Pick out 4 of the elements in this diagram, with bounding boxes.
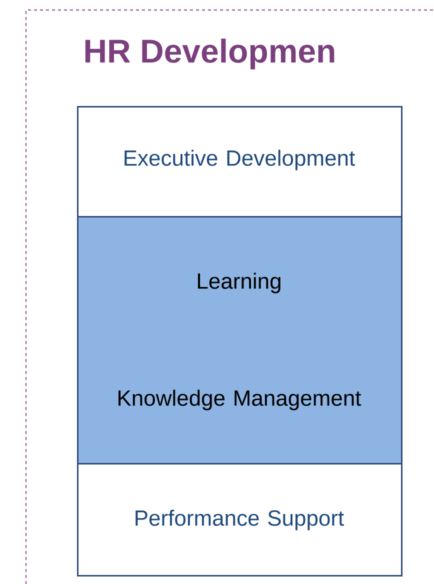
title: HR Developmen [85,38,334,70]
text-box: Executive Development [77,106,402,218]
text-box: Performance Support [77,463,402,576]
text-box: Learning Knowledge Management [77,216,402,464]
